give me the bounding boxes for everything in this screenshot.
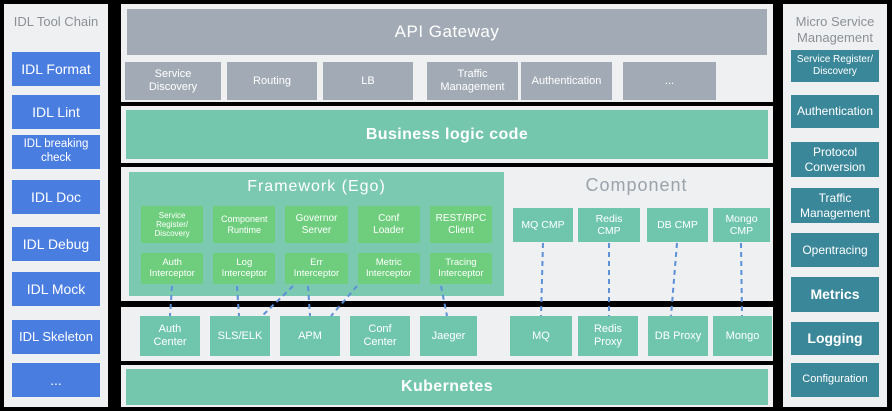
feature-more: ...	[623, 62, 716, 100]
interceptor-auth: Auth Interceptor	[141, 253, 204, 284]
kubernetes-section: Kubernetes	[121, 365, 773, 407]
idl-toolchain-sidebar: IDL Tool Chain IDL Format IDL Lint IDL b…	[4, 4, 108, 407]
idl-breaking-check-box: IDL breaking check	[12, 135, 100, 169]
main-architecture-column: API Gateway Service Discovery Routing LB…	[121, 4, 773, 407]
business-logic-bar: Business logic code	[126, 110, 768, 159]
kubernetes-bar: Kubernetes	[126, 369, 768, 405]
msm-protocol-conversion-box: Protocol Conversion	[791, 142, 879, 177]
api-gateway-section: API Gateway Service Discovery Routing LB…	[121, 4, 773, 102]
component-redis-cmp: Redis CMP	[578, 208, 640, 242]
idl-toolchain-title: IDL Tool Chain	[13, 14, 99, 29]
infra-mongo: Mongo	[713, 316, 772, 356]
infra-sls-elk: SLS/ELK	[210, 316, 270, 356]
framework-title: Framework (Ego)	[247, 178, 386, 195]
framework-interceptors-row: Auth Interceptor Log Interceptor Err Int…	[141, 253, 493, 284]
feature-authentication: Authentication	[521, 62, 612, 100]
microservice-management-title: Micro Service Management	[795, 14, 875, 46]
infra-conf-center: Conf Center	[350, 316, 410, 356]
interceptor-tracing: Tracing Interceptor	[429, 253, 493, 284]
infra-auth-center: Auth Center	[140, 316, 200, 356]
module-governor-server: Governor Server	[285, 206, 348, 243]
microservice-management-sidebar: Micro Service Management Service Registe…	[783, 4, 887, 407]
infra-mq: MQ	[510, 316, 572, 356]
interceptor-log: Log Interceptor	[213, 253, 276, 284]
msm-authentication-box: Authentication	[791, 95, 879, 128]
framework-ego-panel: Framework (Ego) Service Register/ Discov…	[129, 172, 504, 296]
feature-service-discovery: Service Discovery	[125, 62, 221, 100]
infra-jaeger: Jaeger	[420, 316, 477, 356]
idl-lint-box: IDL Lint	[12, 95, 100, 129]
msm-service-register-discovery-box: Service Register/ Discovery	[791, 50, 879, 82]
idl-mock-box: IDL Mock	[12, 272, 100, 306]
component-title: Component	[585, 175, 688, 195]
msm-logging-box: Logging	[791, 322, 879, 355]
component-mongo-cmp: Mongo CMP	[713, 208, 770, 242]
infra-apm: APM	[280, 316, 340, 356]
interceptor-metric: Metric Interceptor	[357, 253, 420, 284]
infra-redis-proxy: Redis Proxy	[578, 316, 638, 356]
framework-modules-row: Service Register/ Discovery Component Ru…	[141, 206, 493, 243]
msm-configuration-box: Configuration	[791, 363, 879, 397]
feature-lb: LB	[323, 62, 413, 100]
component-mq-cmp: MQ CMP	[513, 208, 573, 242]
module-service-register-discovery: Service Register/ Discovery	[141, 206, 204, 243]
msm-metrics-box: Metrics	[791, 277, 879, 312]
module-rest-rpc-client: REST/RPC Client	[429, 206, 493, 243]
idl-doc-box: IDL Doc	[12, 180, 100, 214]
idl-more-box: ...	[12, 363, 100, 397]
framework-component-section: Framework (Ego) Service Register/ Discov…	[121, 167, 773, 301]
idl-format-box: IDL Format	[12, 52, 100, 86]
msm-traffic-management-box: Traffic Management	[791, 188, 879, 223]
business-logic-section: Business logic code	[121, 106, 773, 163]
feature-routing: Routing	[227, 62, 317, 100]
component-db-cmp: DB CMP	[647, 208, 708, 242]
module-conf-loader: Conf Loader	[357, 206, 420, 243]
interceptor-err: Err Interceptor	[285, 253, 348, 284]
infra-db-proxy: DB Proxy	[648, 316, 708, 356]
infrastructure-section: Auth Center SLS/ELK APM Conf Center Jaeg…	[121, 307, 773, 361]
idl-debug-box: IDL Debug	[12, 227, 100, 261]
idl-skeleton-box: IDL Skeleton	[12, 320, 100, 354]
feature-traffic-management: Traffic Management	[427, 62, 518, 100]
module-component-runtime: Component Runtime	[213, 206, 276, 243]
api-gateway-bar: API Gateway	[127, 9, 767, 55]
msm-opentracing-box: Opentracing	[791, 233, 879, 267]
